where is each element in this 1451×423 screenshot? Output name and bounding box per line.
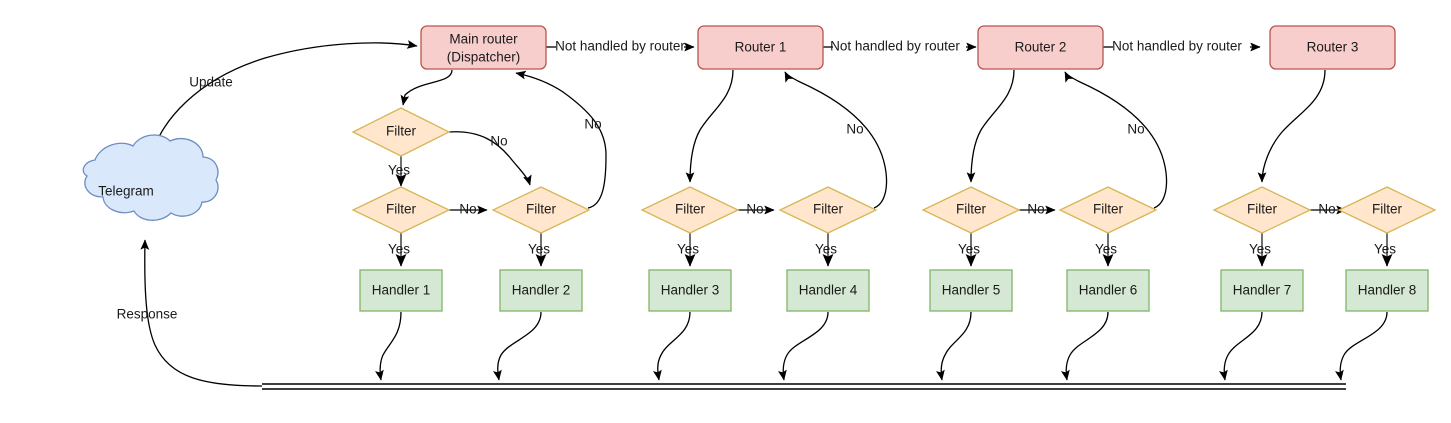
filter-1-label: Filter [386,202,417,217]
edge-label-not-handled-1: Not handled by router [555,39,685,54]
edge-handler1-to-bar [375,311,402,381]
edge-no-back-2 [1064,71,1168,209]
node-filter-5[interactable]: Filter [921,186,1021,234]
handler-6-label: Handler 6 [1079,283,1138,298]
node-handler-1[interactable]: Handler 1 [359,269,443,312]
edge-label-yes-8: Yes [1374,242,1396,257]
handler-3-label: Handler 3 [661,283,720,298]
edge-handler5-to-bar [936,311,972,381]
node-handler-2[interactable]: Handler 2 [499,269,583,312]
main-router-label-line1: Main router [449,32,518,47]
node-filter-3[interactable]: Filter [640,186,740,234]
edge-label-yes-5: Yes [958,242,980,257]
edge-label-not-handled-2: Not handled by router [830,39,960,54]
node-handler-6[interactable]: Handler 6 [1066,269,1150,312]
node-router-1[interactable]: Router 1 [697,25,824,70]
filter-top-1-label: Filter [386,124,417,139]
router-2-label: Router 2 [1015,40,1067,55]
edge-label-yes-top: Yes [388,163,410,178]
edge-label-no-back-main: No [584,117,601,132]
node-filter-8[interactable]: Filter [1337,186,1437,234]
node-filter-top-1[interactable]: Filter [351,107,451,157]
edge-label-no-back-2: No [1127,122,1144,137]
node-handler-4[interactable]: Handler 4 [786,269,870,312]
main-router-label-line2: (Dispatcher) [447,50,521,65]
filter-7-label: Filter [1247,202,1278,217]
node-handler-8[interactable]: Handler 8 [1345,269,1429,312]
edge-label-yes-6: Yes [1095,242,1117,257]
node-handler-5[interactable]: Handler 5 [929,269,1013,312]
edge-label-not-handled-3: Not handled by router [1112,39,1242,54]
node-main-router[interactable]: Main router (Dispatcher) [420,25,547,70]
edge-handler2-to-bar [493,311,542,381]
edge-label-no-back-1: No [846,122,863,137]
filter-6-label: Filter [1093,202,1124,217]
edge-router3-to-filter7 [1257,69,1326,183]
node-filter-7[interactable]: Filter [1212,186,1312,234]
edge-update [149,40,418,164]
handler-1-label: Handler 1 [372,283,431,298]
edge-handler7-to-bar [1219,311,1263,381]
telegram-label: Telegram [98,184,154,199]
node-filter-6[interactable]: Filter [1058,186,1158,234]
node-handler-7[interactable]: Handler 7 [1220,269,1304,312]
filter-2-label: Filter [526,202,557,217]
edge-no-back-1 [784,71,888,209]
edge-router2-to-filter5 [966,69,1015,183]
handler-2-label: Handler 2 [512,283,571,298]
router-1-label: Router 1 [735,40,787,55]
edge-label-yes-2: Yes [528,242,550,257]
edge-label-no-top: No [490,134,507,149]
node-filter-2[interactable]: Filter [491,186,591,234]
edge-label-no-3: No [1027,202,1044,217]
filter-5-label: Filter [956,202,987,217]
node-router-3[interactable]: Router 3 [1269,25,1396,70]
edge-response [140,239,263,387]
edge-label-yes-3: Yes [677,242,699,257]
edge-label-no-4: No [1318,202,1335,217]
edge-label-no-2: No [746,202,763,217]
edge-handler8-to-bar [1335,311,1388,381]
edge-router1-to-filter3 [685,69,734,183]
edge-mainrouter-to-filter-top [400,69,453,106]
node-filter-4[interactable]: Filter [778,186,878,234]
edge-label-response: Response [117,307,178,322]
edge-label-yes-7: Yes [1249,242,1271,257]
node-filter-1[interactable]: Filter [351,186,451,234]
node-handler-3[interactable]: Handler 3 [648,269,732,312]
handler-5-label: Handler 5 [942,283,1001,298]
edge-label-update: Update [189,75,233,90]
edge-no-top [448,131,532,186]
edge-label-yes-1: Yes [388,242,410,257]
telegram-cloud: Telegram [82,134,219,221]
edge-no-back-main [515,70,607,209]
filter-8-label: Filter [1372,202,1403,217]
edge-label-yes-4: Yes [815,242,837,257]
handler-8-label: Handler 8 [1358,283,1417,298]
router-3-label: Router 3 [1307,40,1359,55]
filter-4-label: Filter [813,202,844,217]
filter-3-label: Filter [675,202,706,217]
edge-handler6-to-bar [1061,311,1109,381]
edge-handler3-to-bar [653,311,691,381]
handler-7-label: Handler 7 [1233,283,1292,298]
handler-4-label: Handler 4 [799,283,858,298]
edge-handler4-to-bar [778,311,829,381]
node-router-2[interactable]: Router 2 [977,25,1104,70]
edge-label-no-1: No [459,202,476,217]
